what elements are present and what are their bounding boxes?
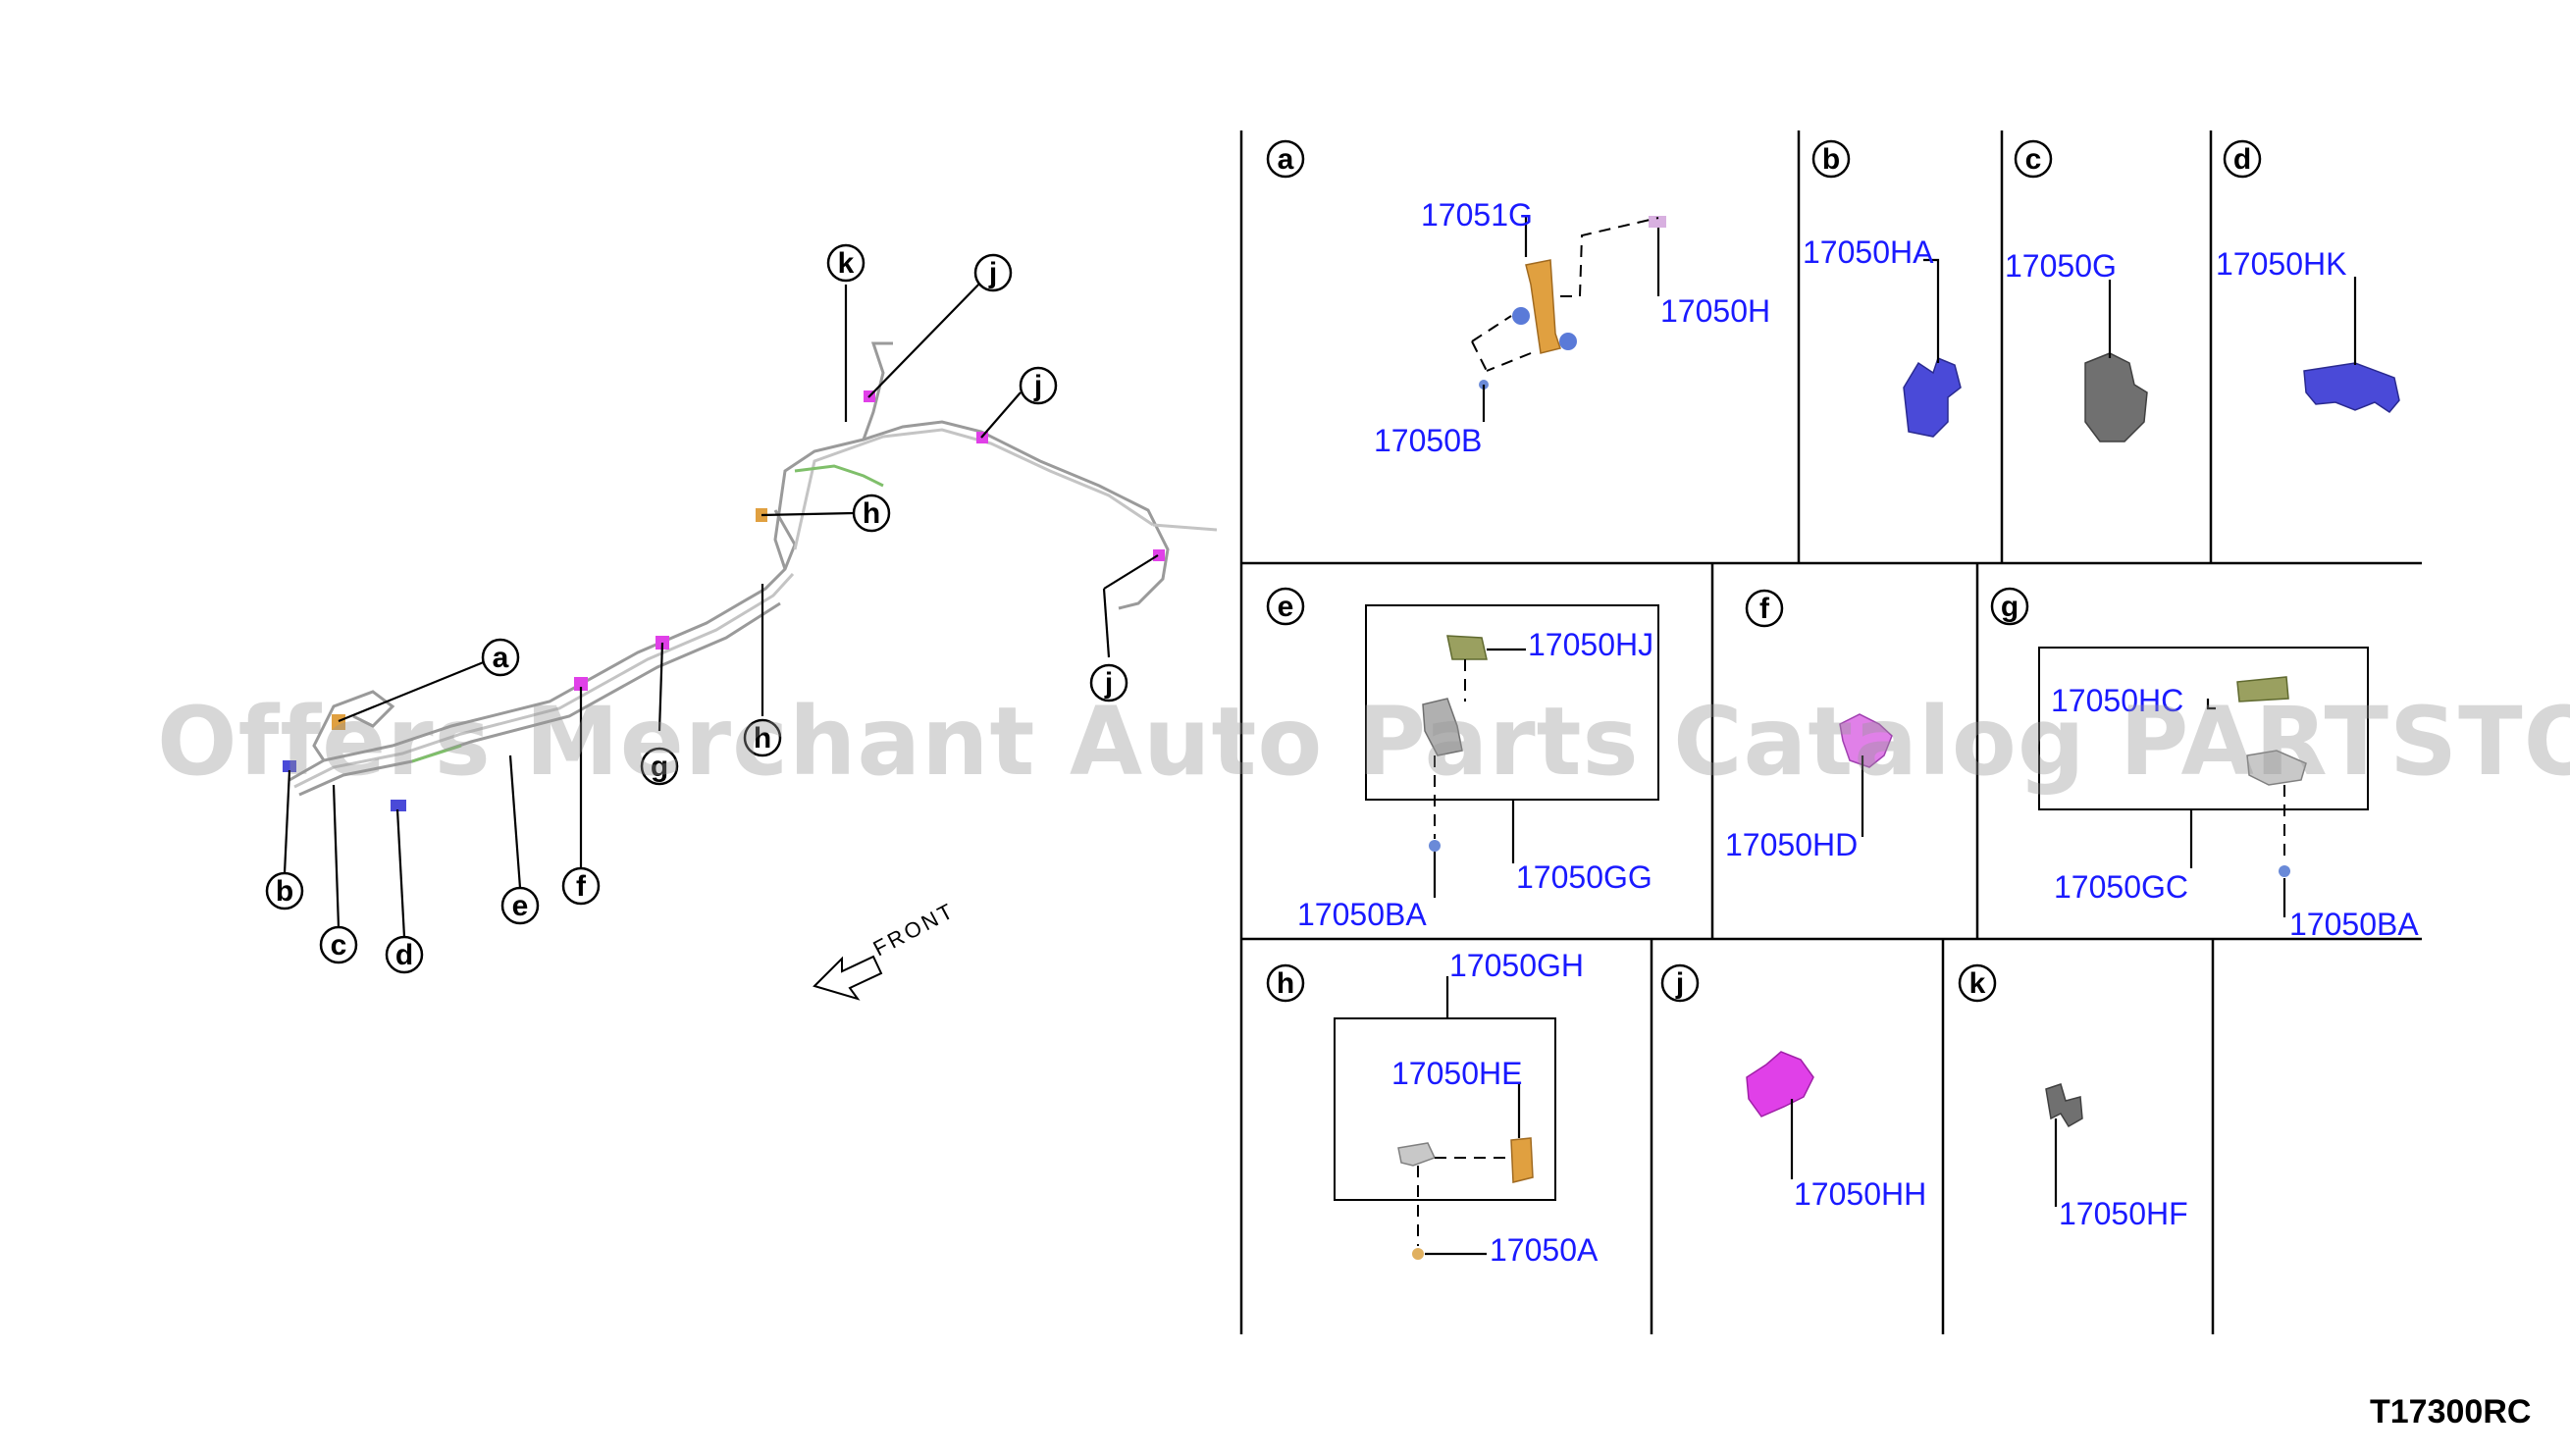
panel-k: k 17050HF bbox=[1958, 963, 2188, 1231]
front-label: FRONT bbox=[869, 898, 960, 962]
clip-f-icon bbox=[1839, 713, 1893, 768]
clip-e-icon bbox=[1446, 635, 1488, 660]
panel-f: f 17050HD bbox=[1725, 589, 1893, 862]
svg-text:17050B: 17050B bbox=[1374, 423, 1482, 458]
svg-text:17050GH: 17050GH bbox=[1449, 948, 1584, 983]
svg-text:17050H: 17050H bbox=[1660, 293, 1770, 329]
svg-text:h: h bbox=[754, 722, 771, 754]
panel-h: h 17050GH 17050HE 17050A bbox=[1266, 948, 1599, 1268]
callout-e: e bbox=[500, 886, 540, 925]
clip-d-marker bbox=[391, 800, 406, 811]
callout-d: d bbox=[385, 935, 424, 974]
panel-a: a 17051G 17050H 17050B bbox=[1266, 139, 1770, 458]
svg-text:17050HH: 17050HH bbox=[1794, 1176, 1926, 1212]
diagram-id: T17300RC bbox=[2370, 1393, 2532, 1430]
callout-h: h bbox=[852, 494, 891, 533]
svg-text:k: k bbox=[838, 247, 855, 280]
detail-grid bbox=[1239, 130, 2422, 1334]
clip-a-marker bbox=[332, 714, 345, 730]
svg-text:17050G: 17050G bbox=[2005, 248, 2117, 284]
svg-text:c: c bbox=[331, 929, 347, 962]
callout-b: b bbox=[265, 871, 304, 910]
clip-b-marker bbox=[283, 760, 296, 772]
svg-text:k: k bbox=[1969, 967, 1986, 1000]
svg-text:b: b bbox=[276, 875, 293, 908]
clip-f-marker bbox=[574, 677, 588, 691]
overview-assembly: a b c d e f g h h j j j k FRONT bbox=[265, 243, 1218, 1001]
svg-text:j: j bbox=[1033, 370, 1042, 402]
callout-c: c bbox=[319, 925, 358, 964]
svg-text:17050A: 17050A bbox=[1490, 1232, 1599, 1268]
svg-text:f: f bbox=[1759, 593, 1770, 625]
svg-text:h: h bbox=[863, 497, 880, 530]
callout-a: a bbox=[481, 638, 520, 677]
svg-text:a: a bbox=[1278, 143, 1294, 176]
svg-text:17050HD: 17050HD bbox=[1725, 827, 1858, 862]
callout-g-overview: g bbox=[640, 747, 679, 786]
svg-text:g: g bbox=[651, 751, 668, 783]
panel-j: j 17050HH bbox=[1660, 963, 1926, 1212]
svg-text:c: c bbox=[2025, 143, 2042, 176]
callout-j-top: j bbox=[973, 253, 1013, 292]
svg-text:17050HF: 17050HF bbox=[2059, 1196, 2188, 1231]
svg-text:j: j bbox=[1675, 967, 1684, 1000]
clip-h-icon bbox=[1510, 1137, 1534, 1183]
svg-text:h: h bbox=[1277, 967, 1294, 1000]
svg-text:17050BA: 17050BA bbox=[2289, 907, 2419, 942]
svg-text:f: f bbox=[576, 870, 587, 903]
clip-k-icon bbox=[2045, 1083, 2083, 1128]
bracket-h-icon bbox=[1397, 1142, 1437, 1167]
front-arrow-icon: FRONT bbox=[813, 898, 960, 1001]
svg-text:17050HC: 17050HC bbox=[2051, 683, 2183, 718]
svg-text:j: j bbox=[988, 257, 997, 289]
watermark: Offers Merchant Auto Parts Catalog PARTS… bbox=[157, 687, 2570, 797]
svg-text:j: j bbox=[1104, 667, 1113, 700]
svg-text:17050HJ: 17050HJ bbox=[1528, 627, 1653, 662]
panel-e: e 17050HJ 17050GG 17050BA bbox=[1266, 587, 1659, 932]
clip-j-icon bbox=[1746, 1051, 1814, 1118]
callout-h-overview: h bbox=[743, 718, 782, 757]
clip-b-icon bbox=[1903, 357, 1962, 438]
panel-c: c 17050G bbox=[2005, 139, 2148, 442]
svg-text:b: b bbox=[1822, 143, 1840, 176]
clip-g-icon bbox=[2236, 676, 2289, 702]
callout-f: f bbox=[561, 866, 601, 906]
svg-text:d: d bbox=[395, 939, 413, 971]
clip-c-icon bbox=[2084, 352, 2148, 442]
svg-text:17050GC: 17050GC bbox=[2054, 869, 2188, 905]
svg-text:17050GG: 17050GG bbox=[1516, 859, 1652, 895]
svg-text:17050HK: 17050HK bbox=[2216, 246, 2346, 282]
svg-text:a: a bbox=[493, 642, 509, 674]
svg-text:e: e bbox=[1278, 591, 1294, 623]
panel-g: g 17050HC 17050GC 17050BA bbox=[1990, 587, 2419, 942]
callout-j-upper: j bbox=[1019, 366, 1058, 405]
svg-text:17051G: 17051G bbox=[1421, 197, 1533, 233]
clip-j2-marker bbox=[1153, 549, 1165, 561]
callout-k: k bbox=[826, 243, 865, 283]
svg-text:17050HE: 17050HE bbox=[1391, 1056, 1522, 1091]
svg-text:17050HA: 17050HA bbox=[1803, 234, 1934, 270]
panel-d: d 17050HK bbox=[2216, 139, 2400, 413]
callout-j-lower: j bbox=[1089, 663, 1128, 702]
panel-b: b 17050HA bbox=[1803, 139, 1962, 438]
clip-d-icon bbox=[2303, 362, 2400, 413]
bracket-part-icon bbox=[1525, 259, 1561, 354]
svg-text:e: e bbox=[512, 890, 529, 922]
bracket-g-icon bbox=[2246, 750, 2307, 786]
svg-text:g: g bbox=[2001, 591, 2019, 623]
bracket-e-icon bbox=[1422, 698, 1463, 756]
svg-text:17050BA: 17050BA bbox=[1297, 897, 1427, 932]
svg-text:d: d bbox=[2233, 143, 2251, 176]
